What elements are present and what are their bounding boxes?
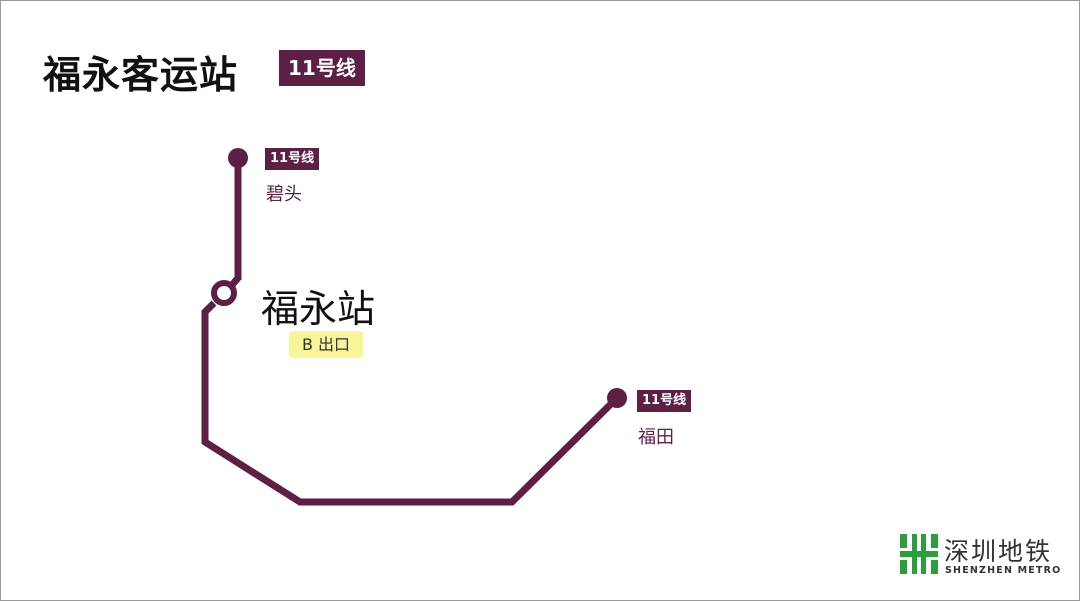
terminal-dot [228,148,248,168]
current-station-name: 福永站 [261,287,376,331]
route-line [201,300,620,506]
terminal-dot [607,388,627,408]
current-station-marker [211,280,237,306]
exit-badge: B 出口 [289,331,363,358]
logo-text-cn: 深圳地铁 [944,537,1053,566]
terminal-line-badge: 11号线 [265,148,320,170]
terminal-station-name: 碧头 [266,184,302,205]
page-title: 福永客运站 [43,53,239,97]
line-badge: 11号线 [279,50,365,86]
logo-text-en: SHENZHEN METRO [945,565,1062,576]
shenzhen-metro-logo-icon [900,534,938,574]
terminal-station-name: 福田 [638,427,674,448]
terminal-line-badge: 11号线 [637,390,692,412]
